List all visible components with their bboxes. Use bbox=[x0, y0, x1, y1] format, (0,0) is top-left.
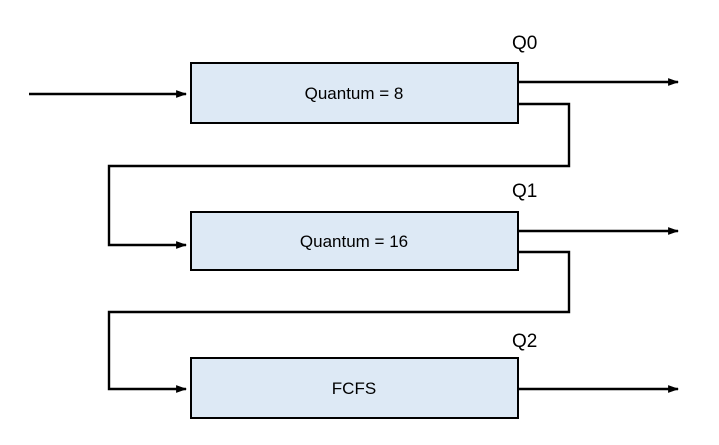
queue-q0-box bbox=[190, 62, 519, 124]
queue-q1-demotion-arrow bbox=[107, 250, 571, 393]
queue-q1-label: Q1 bbox=[512, 181, 537, 202]
queue-q2-group: FCFS Q2 bbox=[190, 331, 680, 419]
queue-q1-box-text: Quantum = 16 bbox=[300, 232, 408, 251]
queue-q2-box bbox=[190, 357, 519, 419]
queue-q2-label: Q2 bbox=[512, 331, 537, 352]
queue-q0-demotion-arrow bbox=[107, 102, 571, 249]
queue-q1-group: Quantum = 16 Q1 bbox=[107, 181, 680, 393]
queue-q0-label: Q0 bbox=[512, 33, 537, 54]
queue-q0-box-text: Quantum = 8 bbox=[305, 84, 404, 103]
queue-q1-box bbox=[190, 211, 519, 271]
queue-q0-group: Quantum = 8 Q0 bbox=[107, 33, 680, 249]
queue-q2-box-text: FCFS bbox=[332, 379, 376, 398]
